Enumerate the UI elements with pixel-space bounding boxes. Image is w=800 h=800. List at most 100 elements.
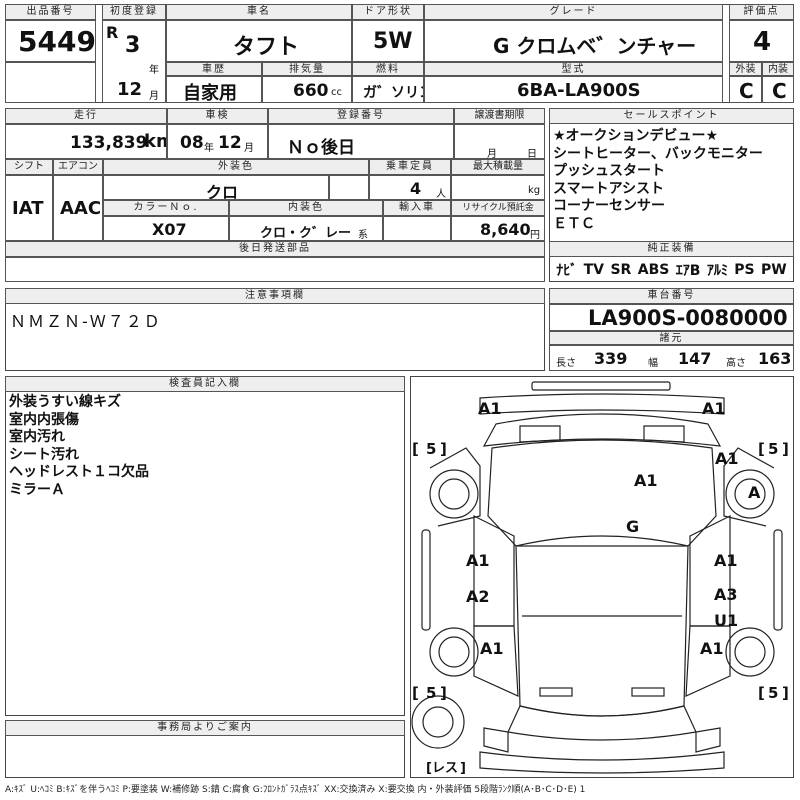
max-load-header: 最大積載量 — [451, 159, 545, 175]
tire-fl: 5 — [426, 440, 436, 458]
tire-bracket-rl-open: [ — [412, 684, 419, 702]
door-front-left — [473, 515, 515, 627]
lot-no-blank — [5, 62, 96, 103]
fuel-value: ガ゛ソリン — [363, 85, 423, 101]
recycle-value: 8,640 — [480, 220, 531, 239]
fender-front-left — [429, 447, 481, 527]
mark-hood: A1 — [634, 471, 658, 490]
tire-bracket-rr-open: [ — [758, 684, 765, 702]
later-parts-cell — [5, 257, 545, 282]
spec-length-value: 339 — [594, 349, 628, 368]
door-header: ドア形状 — [352, 4, 424, 20]
inspector-notes: 外装うすい線キズ室内内張傷室内汚れシート汚れヘッドレスト１コ欠品ミラーＡ — [9, 394, 401, 499]
tire-bracket-fl-close: ] — [440, 440, 447, 458]
spare-bracket-open: [ — [426, 761, 432, 776]
office-header: 事務局よりご案内 — [5, 720, 405, 736]
chassis-value: LA900S-0080000 — [588, 306, 788, 330]
grade-value: G クロムベ゛ンチャー — [493, 34, 697, 58]
tire-bracket-rl-close: ] — [440, 684, 447, 702]
car-name-value: タフト — [233, 35, 300, 60]
score-cell: 4 — [729, 20, 794, 62]
capacity-header: 乗車定員 — [369, 159, 451, 175]
chassis-cell: LA900S-0080000 — [549, 304, 794, 331]
first-reg-month: 12 — [117, 79, 143, 100]
front-bumper — [479, 393, 725, 415]
tire-rl: 5 — [426, 684, 436, 702]
lot-no-header: 出品番号 — [5, 4, 96, 20]
color-no-cell: X07 — [103, 216, 229, 241]
rear-bumper — [479, 751, 725, 774]
sales-point-item: シートヒーター、バックモニター — [553, 145, 763, 162]
interior-grade-cell: C — [762, 76, 794, 103]
history-header: 車歴 — [166, 62, 262, 76]
exterior-grade-cell: C — [729, 76, 762, 103]
wheel-front-right — [725, 469, 775, 519]
tire-rr: 5 — [768, 684, 778, 702]
inspector-block — [5, 376, 405, 716]
max-load-cell: kg — [451, 175, 545, 200]
rear-window — [507, 705, 697, 741]
mileage-value: 133,839 — [70, 133, 148, 153]
capacity-value: 4 — [410, 179, 422, 198]
notes-text: ＮＭＺＮ-Ｗ７２Ｄ — [10, 312, 162, 331]
capacity-unit: 人 — [436, 189, 446, 200]
recycle-unit: 円 — [530, 230, 540, 241]
displacement-cell: 660 cc — [262, 76, 352, 103]
first-reg-header: 初度登録 — [102, 4, 166, 20]
mileage-cell: 133,839 km — [5, 124, 167, 159]
mark-wheel-fr: A — [748, 483, 761, 502]
door-cell: 5W — [352, 20, 424, 62]
mark-door-fr: A1 — [714, 551, 738, 570]
door-front-right — [689, 515, 731, 627]
wheel-front-left — [429, 469, 479, 519]
spec-width-value: 147 — [678, 349, 712, 368]
sales-point-item: ★オークションデビュー★ — [553, 128, 719, 144]
spec-length-label: 長さ — [556, 358, 576, 369]
score-value: 4 — [753, 27, 772, 57]
mileage-header: 走行 — [5, 108, 167, 124]
inspection-month-unit: 月 — [244, 143, 254, 154]
inspection-month: 12 — [218, 133, 242, 153]
mark-door-rr2: U1 — [714, 611, 738, 630]
model-cell: 6BA-LA900S — [424, 76, 723, 103]
legend: A:ｷｽﾞ U:ﾍｺﾐ B:ｷｽﾞを伴うﾍｺﾐ P:要塗装 W:補修跡 S:錆 … — [5, 785, 586, 795]
history-value: 自家用 — [183, 83, 237, 103]
equipment-item: ｴｱB — [675, 262, 701, 279]
interior-color-cell: クロ・ク゛レー 系 — [229, 216, 383, 241]
lot-no-cell: 5449 — [5, 20, 96, 62]
capacity-cell: 4 人 — [369, 175, 451, 200]
car-name-cell: タフト — [166, 20, 352, 62]
door-rear-right — [685, 625, 731, 697]
inspection-year: 08 — [180, 133, 204, 153]
reg-no-value: Ｎｏ後日 — [287, 138, 355, 158]
displacement-value: 660 — [293, 81, 329, 101]
equipment-item: ABS — [637, 261, 670, 278]
fuel-header: 燃料 — [352, 62, 424, 76]
specs-cell: 長さ 339 幅 147 高さ 163 — [549, 345, 794, 371]
first-reg-year: 3 — [125, 33, 141, 58]
model-value: 6BA-LA900S — [517, 80, 641, 101]
inspection-header: 車検 — [167, 108, 268, 124]
shift-value: IAT — [12, 198, 44, 219]
history-cell: 自家用 — [166, 76, 262, 103]
reg-no-cell: Ｎｏ後日 — [268, 124, 454, 159]
inspection-cell: 08 年 12 月 — [167, 124, 268, 159]
fender-front-right — [723, 447, 775, 527]
shift-header: シフト — [5, 159, 53, 175]
equipment-item: PS — [734, 261, 755, 278]
equipment-item: SR — [610, 261, 632, 278]
headlight-right — [643, 425, 685, 443]
roof — [515, 535, 689, 717]
interior-grade-value: C — [772, 79, 787, 103]
displacement-unit: cc — [331, 87, 342, 98]
sales-points-list: ★オークションデビュー★シートヒーター、バックモニタープッシュスタートスマートア… — [553, 128, 791, 233]
grade-cell: G クロムベ゛ンチャー — [424, 20, 723, 62]
sales-point-item: プッシュスタート — [553, 163, 665, 179]
color-no-header: カラーＮｏ. — [103, 200, 229, 216]
sales-point-item: スマートアシスト — [553, 180, 665, 197]
color-no-value: X07 — [152, 220, 187, 239]
inspection-year-unit: 年 — [204, 143, 214, 154]
headlight-left — [519, 425, 561, 443]
spec-height-value: 163 — [758, 349, 792, 368]
